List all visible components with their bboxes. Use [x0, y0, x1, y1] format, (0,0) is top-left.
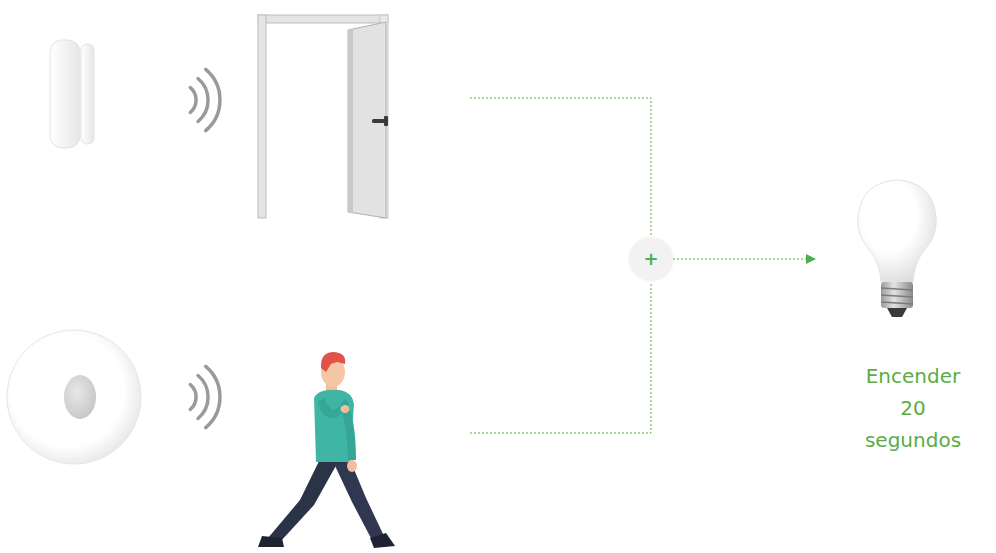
wire [470, 282, 651, 433]
wave-arc [198, 79, 208, 122]
wire [470, 98, 651, 236]
door-frame-left [258, 15, 266, 218]
flow-arrow [673, 259, 816, 260]
person-leg [330, 455, 384, 540]
person-hair [321, 352, 345, 372]
walking-person [258, 352, 395, 548]
sensor-lens [64, 375, 96, 419]
motion-sensor [7, 330, 141, 464]
person-shoe [370, 533, 395, 548]
bulb-tip [887, 308, 907, 317]
person-shoe [258, 536, 284, 547]
door-handle [372, 119, 386, 123]
bulb-globe [858, 180, 937, 282]
wave-arc [206, 366, 220, 427]
door-handle-plate [384, 116, 388, 126]
door-frame-top [258, 15, 388, 23]
wires [470, 98, 651, 433]
operator-symbol: + [643, 250, 658, 268]
person-arm [340, 398, 356, 460]
door-edge [348, 29, 353, 213]
signal-waves [190, 366, 220, 427]
wave-arc [198, 376, 208, 419]
merge-circle: + [629, 237, 673, 281]
wave-arc [206, 69, 220, 130]
door [258, 15, 388, 218]
bulb-screw [881, 282, 913, 308]
sensor-body [50, 40, 80, 148]
person-hand [341, 405, 350, 413]
screw-ridge [881, 295, 913, 297]
sensor-magnet [81, 44, 94, 144]
wave-arc [190, 88, 196, 113]
person-arm [318, 398, 344, 418]
action-caption: Encender 20 segundos [852, 360, 974, 456]
door-panel [348, 22, 386, 218]
light-bulb-node: Encender 20 segundos [816, 170, 992, 460]
person-leg [268, 455, 338, 542]
person-hand [347, 460, 357, 472]
signal-waves [190, 69, 220, 130]
door-sensor [50, 40, 94, 148]
sensor-disc [7, 330, 141, 464]
light-bulb [858, 180, 937, 317]
wave-arc [190, 385, 196, 410]
screw-ridge [881, 288, 913, 290]
screw-ridge [881, 302, 913, 304]
